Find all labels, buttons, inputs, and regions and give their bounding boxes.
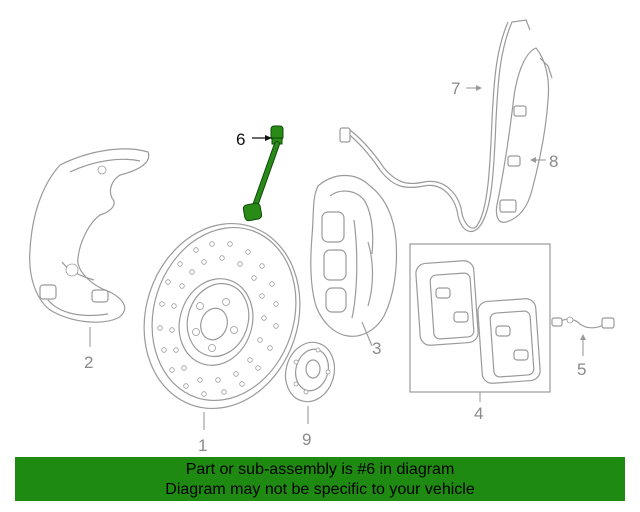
banner-line-2: Diagram may not be specific to your vehi… bbox=[165, 481, 475, 498]
callout-3: 3 bbox=[372, 339, 381, 358]
rotor-drill-holes bbox=[157, 241, 279, 397]
brake-rotor-part-1[interactable] bbox=[121, 203, 324, 429]
leader-5-arrow bbox=[580, 334, 586, 340]
parts-diagram: 2 bbox=[29, 19, 615, 455]
bracket-part-8[interactable] bbox=[495, 47, 553, 223]
callout-6: 6 bbox=[236, 130, 245, 149]
brake-caliper-part-3[interactable] bbox=[310, 174, 398, 337]
wear-sensor-cable-part-7[interactable] bbox=[339, 19, 531, 233]
leader-7-arrow bbox=[476, 85, 482, 91]
banner-line-1: Part or sub-assembly is #6 in diagram bbox=[185, 461, 455, 478]
callout-8: 8 bbox=[549, 152, 558, 171]
callout-5: 5 bbox=[577, 360, 586, 379]
caliper-bolt-part-6[interactable] bbox=[242, 125, 284, 222]
speed-sensor-part-5[interactable] bbox=[551, 316, 615, 329]
leader-3 bbox=[361, 321, 373, 347]
brake-pads-part-4[interactable] bbox=[409, 243, 551, 393]
leader-8-arrow bbox=[530, 157, 536, 163]
callout-7: 7 bbox=[451, 79, 460, 98]
callout-9: 9 bbox=[302, 430, 311, 449]
dust-shield-part-2[interactable] bbox=[29, 148, 150, 323]
leader-6-arrow bbox=[265, 135, 272, 141]
wheel-hub-part-9[interactable] bbox=[279, 337, 341, 407]
callout-4: 4 bbox=[474, 404, 483, 423]
callout-2: 2 bbox=[84, 353, 93, 372]
info-banner: Part or sub-assembly is #6 in diagram Di… bbox=[15, 457, 625, 501]
callout-1: 1 bbox=[198, 436, 207, 455]
